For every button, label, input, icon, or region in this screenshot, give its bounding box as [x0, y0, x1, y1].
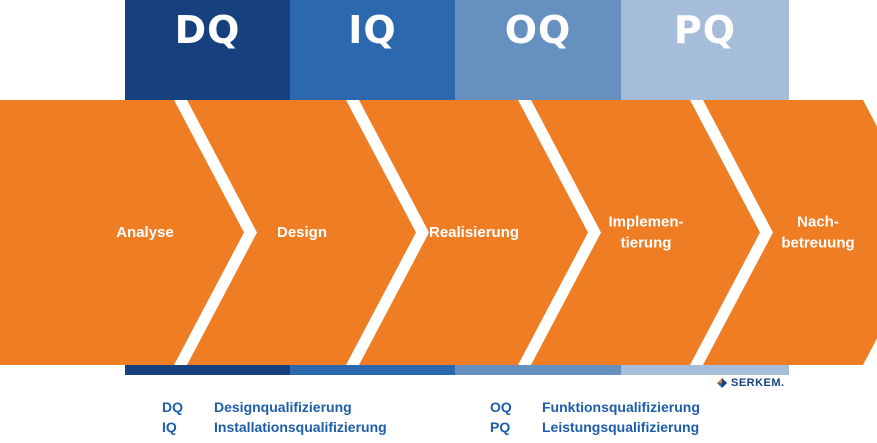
legend-definition-iq: Installationsqualifizierung — [214, 418, 387, 435]
legend-abbr-iq: IQ — [162, 418, 177, 435]
legend-abbr-pq: PQ — [490, 418, 511, 435]
step-label-implementierung: Implemen- tierung — [608, 212, 684, 252]
phase-label-iq: IQ — [348, 8, 397, 52]
step-label-analyse: Analyse — [116, 223, 174, 241]
step-label-realisierung: Realisierung — [428, 223, 520, 241]
step-arrow-implementierung: Implemen- tierung — [518, 100, 761, 365]
legend-definition-pq: Leistungsqualifizierung — [542, 418, 700, 435]
step-arrow-nachbetreuung: Nach- betreuung — [690, 100, 877, 365]
step-arrow-realisierung: Realisierung — [346, 100, 589, 365]
legend-left-column: DQ Designqualifizierung IQ Installations… — [162, 399, 387, 436]
legend-right-column: OQ Funktionsqualifizierung PQ Leistungsq… — [490, 399, 700, 436]
phase-label-dq: DQ — [174, 8, 241, 52]
serkem-logo: SERKEM. — [716, 377, 785, 389]
step-label-design: Design — [276, 223, 327, 241]
step-arrow-design: Design — [174, 100, 417, 365]
step-label-nachbetreuung: Nach- betreuung — [781, 212, 855, 252]
legend-definition-dq: Designqualifizierung — [214, 399, 352, 415]
legend-abbr-dq: DQ — [162, 399, 183, 415]
legend-abbr-oq: OQ — [490, 399, 512, 415]
serkem-logo-icon — [716, 377, 728, 389]
phase-label-pq: PQ — [673, 8, 737, 52]
phase-label-oq: OQ — [504, 8, 572, 52]
legend-definition-oq: Funktionsqualifizierung — [542, 399, 700, 415]
serkem-logo-text: SERKEM. — [731, 377, 785, 389]
